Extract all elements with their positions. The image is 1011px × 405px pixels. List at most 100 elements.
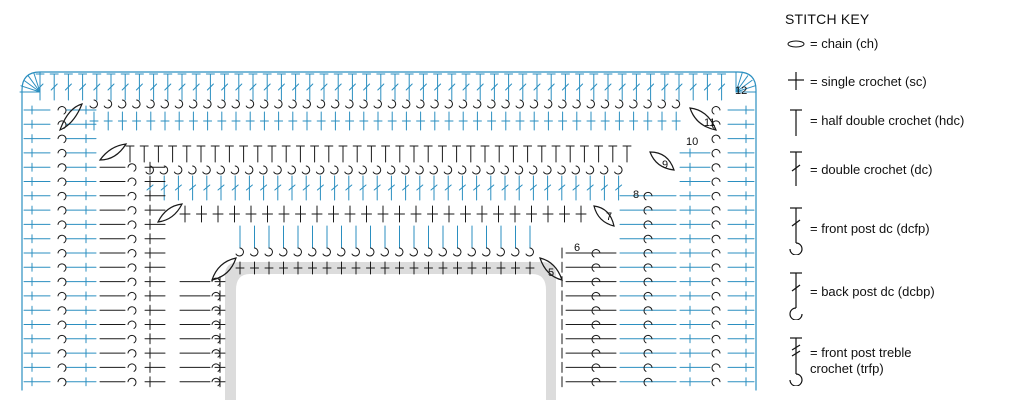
post-hook — [643, 306, 653, 315]
stitch-slash — [64, 83, 72, 91]
corner-chain-loop — [593, 205, 615, 227]
post-hook — [558, 99, 567, 109]
post-hook — [711, 177, 721, 186]
post-hook — [103, 99, 113, 109]
stitch-slash — [533, 83, 541, 91]
stitch-slash — [547, 83, 555, 91]
post-hook — [514, 165, 524, 175]
stitch-slash — [462, 83, 470, 91]
post-hook — [127, 177, 137, 186]
stitch-slash — [160, 184, 168, 191]
post-hook — [57, 306, 67, 315]
post-hook — [308, 247, 317, 257]
stitch-slash — [178, 83, 186, 91]
post-hook — [614, 99, 624, 109]
stitch-slash — [590, 83, 598, 91]
post-hook — [643, 320, 653, 329]
stitch-slash — [561, 83, 569, 91]
stitch-slash — [444, 184, 452, 191]
corner-chain-loop — [649, 151, 675, 171]
post-hook — [211, 334, 221, 344]
post-hook — [643, 349, 653, 358]
stitch-slash — [576, 83, 584, 91]
post-hook — [496, 247, 505, 257]
front-post-treble-icon — [789, 337, 803, 386]
post-hook — [127, 249, 137, 258]
stitch-slash — [501, 184, 509, 191]
post-hook — [188, 165, 197, 175]
post-hook — [345, 99, 354, 109]
stitch-slash — [192, 83, 200, 91]
stitch-slash — [632, 83, 640, 91]
stitch-slash — [277, 83, 285, 91]
post-hook — [467, 247, 476, 257]
corner-chain-loop — [689, 107, 717, 131]
post-hook — [424, 247, 433, 257]
stitch-slash — [174, 184, 182, 191]
post-hook — [127, 292, 137, 301]
post-hook — [173, 165, 183, 175]
outer-border-chain — [21, 71, 757, 391]
post-hook — [337, 247, 346, 257]
key-label-front-post-treble: = front post treble crochet (trfp) — [810, 345, 912, 376]
corner-fan-stitch — [33, 72, 41, 93]
stitch-slash — [245, 184, 253, 191]
post-hook — [711, 249, 721, 258]
stitch-slash — [615, 184, 623, 191]
stitch-slash — [206, 83, 214, 91]
post-hook — [127, 191, 137, 201]
stitch-slash — [416, 184, 424, 191]
post-hook — [386, 165, 396, 175]
stitch-slash — [529, 184, 537, 191]
post-hook — [57, 177, 67, 186]
post-hook — [643, 220, 653, 229]
corner-fan-stitch — [735, 72, 743, 93]
chain-icon — [787, 40, 805, 48]
post-hook — [453, 247, 462, 257]
post-hook — [235, 247, 244, 257]
corner-fan-stitch — [735, 75, 749, 93]
post-hook — [515, 99, 524, 109]
post-hook — [127, 334, 137, 344]
post-hook — [501, 99, 510, 109]
post-hook — [711, 349, 721, 358]
stitch-slash — [458, 184, 466, 191]
stitch-slash — [718, 83, 726, 91]
post-hook — [230, 165, 240, 175]
post-hook — [351, 247, 360, 257]
post-hook — [387, 99, 397, 109]
corner-fan-stitch — [20, 85, 41, 93]
stitch-slash — [515, 184, 523, 191]
post-hook — [643, 363, 653, 372]
stitch-slash — [377, 83, 385, 91]
post-hook — [643, 277, 653, 287]
post-hook — [264, 247, 273, 257]
corner-fan-stitch — [23, 79, 41, 93]
round-number-label: 12 — [735, 85, 747, 97]
front-post-dc-icon — [789, 207, 803, 255]
stitch-slash — [306, 83, 314, 91]
post-hook — [599, 165, 609, 175]
post-hook — [57, 320, 67, 329]
post-hook — [600, 99, 610, 109]
post-hook — [57, 220, 67, 229]
post-hook — [572, 99, 581, 109]
post-hook — [643, 377, 653, 387]
post-hook — [288, 99, 297, 109]
post-hook — [211, 320, 221, 329]
post-hook — [274, 99, 283, 109]
post-hook — [482, 247, 491, 257]
post-hook — [57, 334, 67, 344]
post-hook — [430, 99, 439, 109]
post-hook — [146, 99, 155, 109]
stitch-slash — [402, 184, 410, 191]
post-hook — [500, 165, 509, 175]
post-hook — [711, 234, 721, 244]
key-label-double-crochet: = double crochet (dc) — [810, 162, 933, 177]
stitch-slash — [302, 184, 310, 191]
corner-fan-stitch — [27, 75, 41, 93]
post-hook — [322, 247, 331, 257]
post-hook — [245, 99, 255, 109]
post-hook — [711, 120, 721, 129]
stitch-slash — [405, 83, 413, 91]
